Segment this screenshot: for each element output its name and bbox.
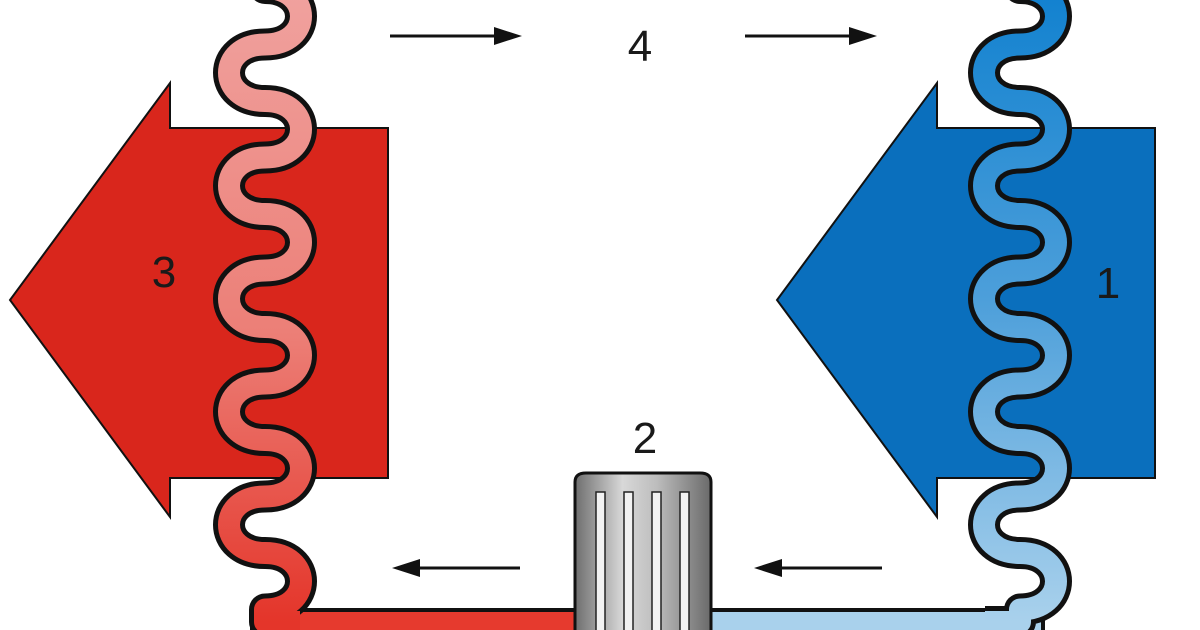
flow-arrow-top-left-icon — [390, 27, 522, 45]
label-evaporator: 1 — [1096, 259, 1120, 308]
flow-arrow-bottom-left-icon — [392, 559, 520, 577]
bottom-pipe — [250, 608, 1045, 630]
label-compressor: 2 — [633, 414, 657, 463]
label-condenser: 3 — [152, 248, 176, 297]
label-expansion: 4 — [628, 22, 652, 71]
flow-arrow-bottom-right-icon — [754, 559, 882, 577]
evaporator-coil — [973, 0, 1067, 630]
compressor — [573, 471, 713, 630]
condenser-coil — [218, 0, 312, 630]
heat-out-arrow-icon — [8, 79, 389, 521]
flow-arrow-top-right-icon — [745, 27, 877, 45]
heat-in-arrow-icon — [775, 79, 1156, 521]
